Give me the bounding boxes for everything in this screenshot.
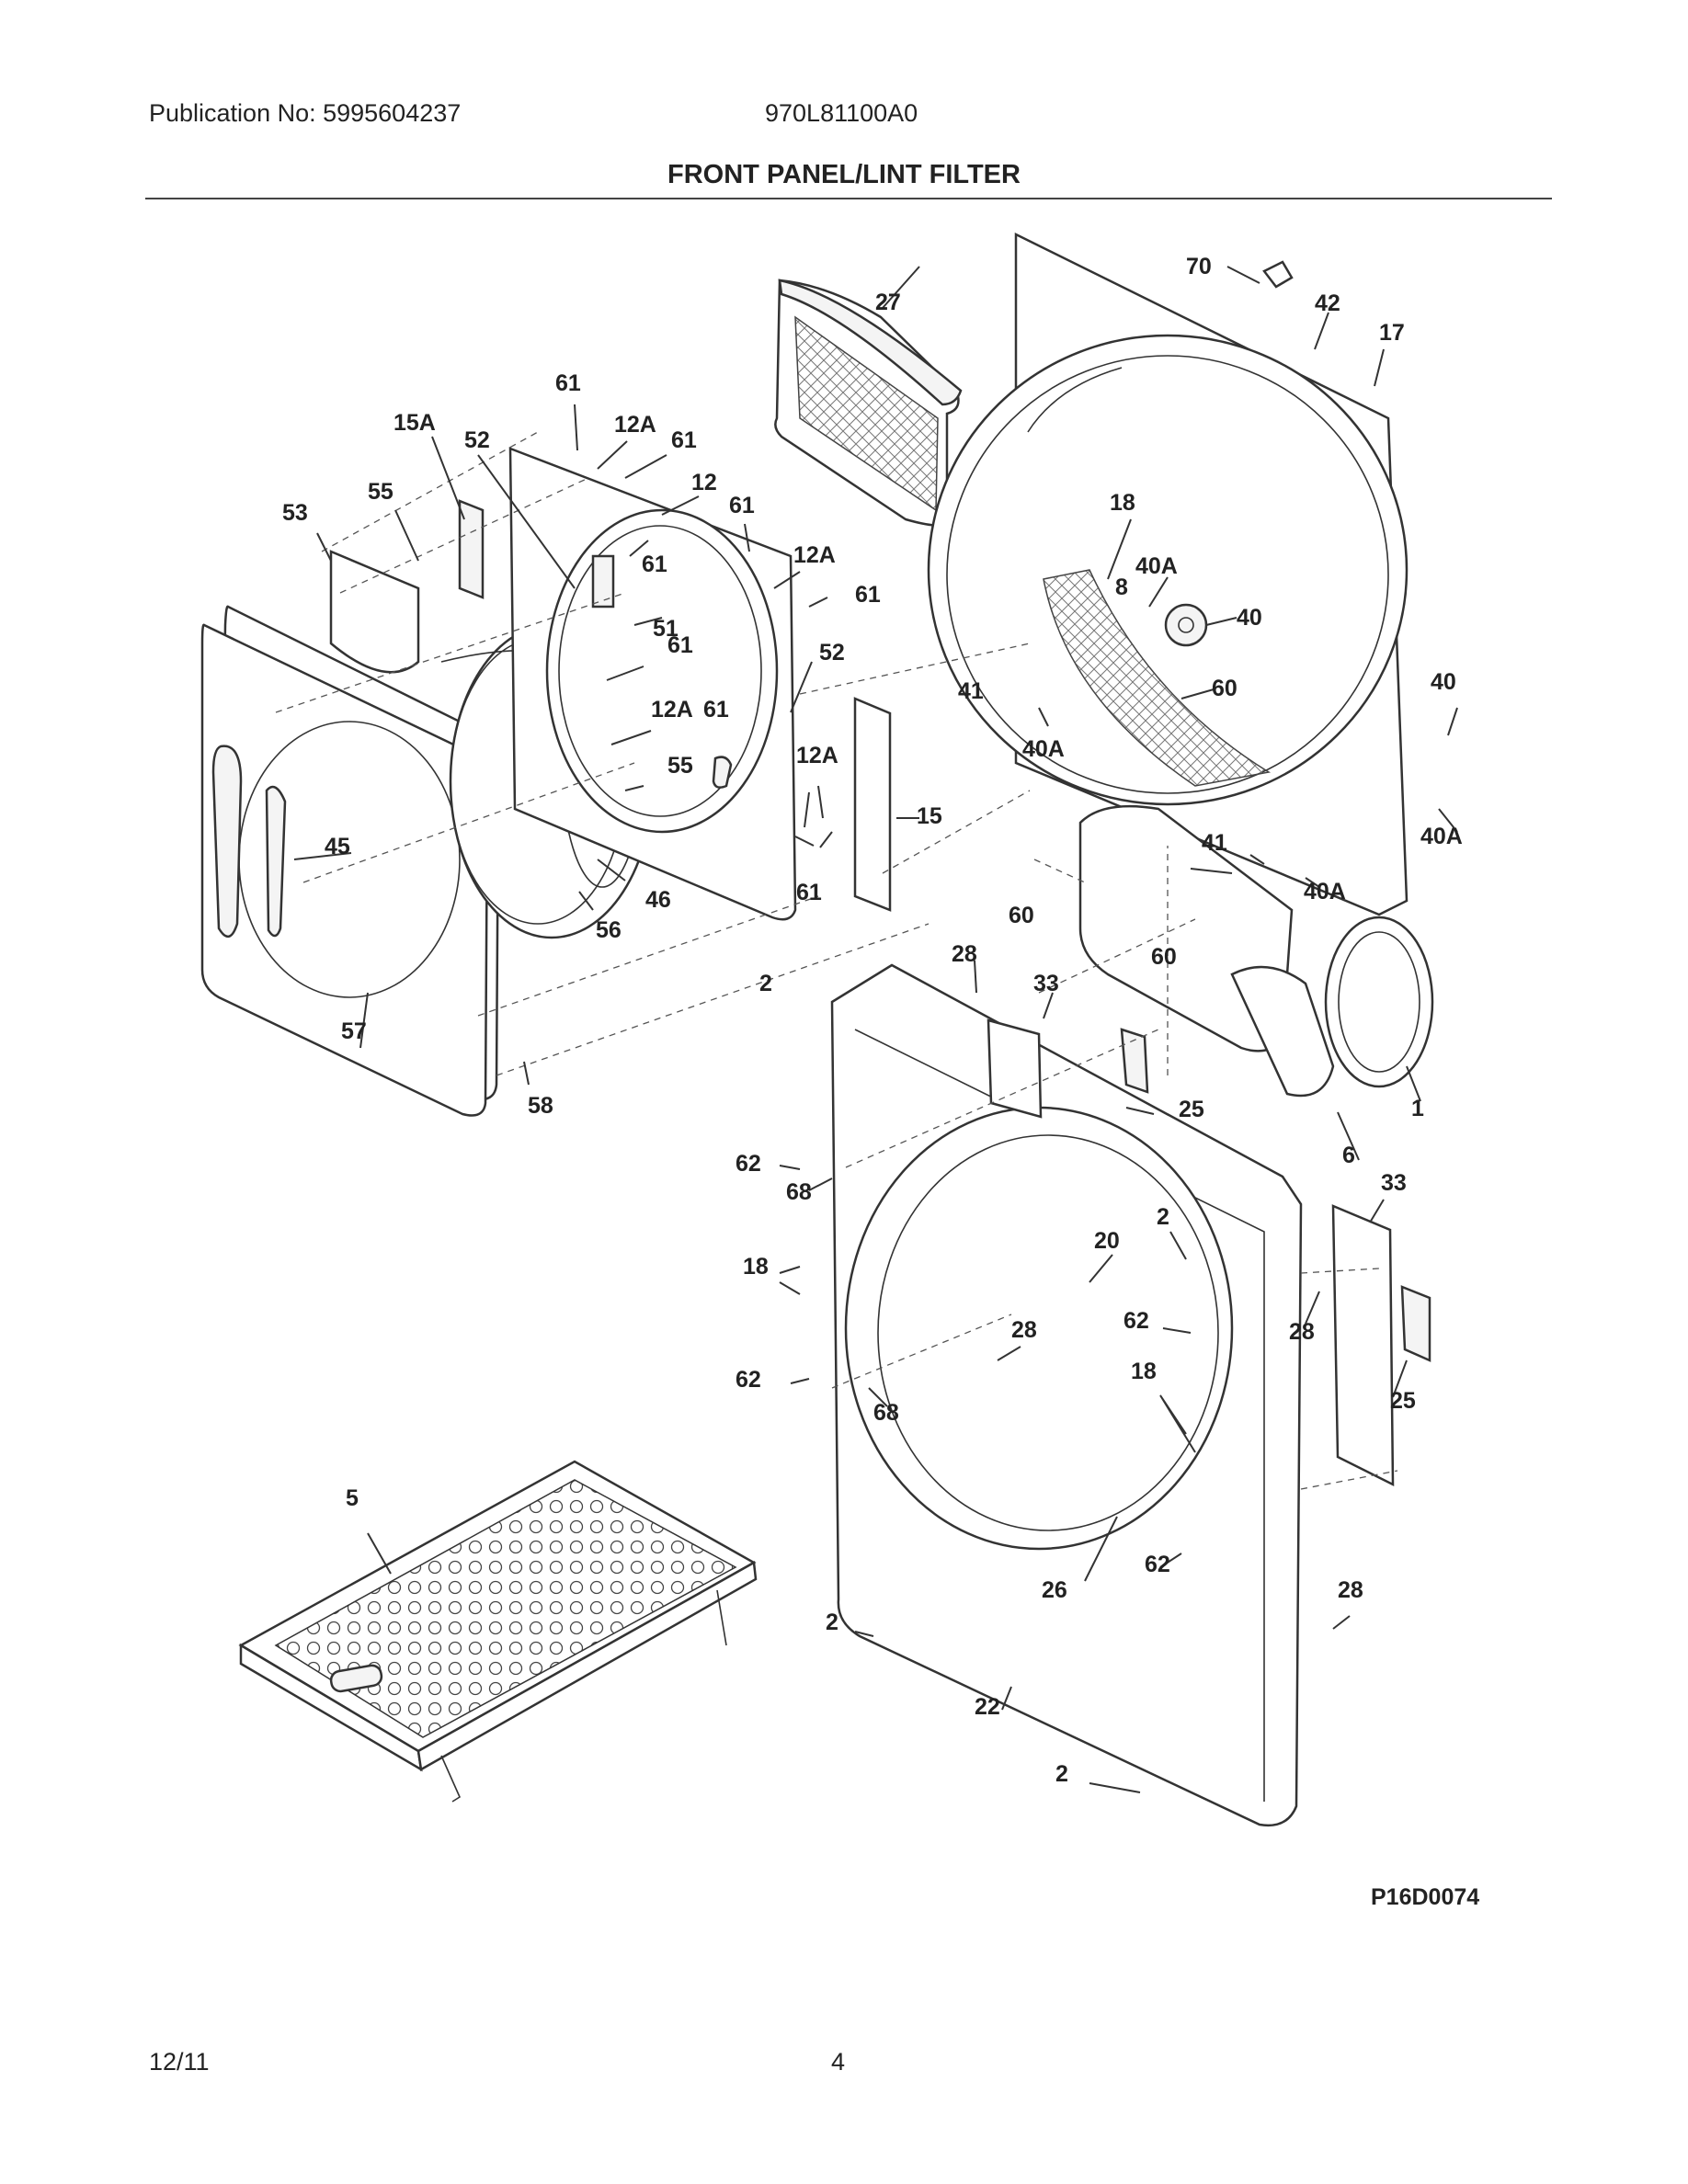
callout-33: 33 — [1381, 1170, 1407, 1196]
callout-40: 40 — [1431, 669, 1456, 695]
callout-2: 2 — [759, 971, 772, 996]
callout-1: 1 — [1411, 1096, 1424, 1121]
callout-25: 25 — [1179, 1097, 1204, 1122]
callout-12a: 12A — [796, 743, 838, 768]
callout-45: 45 — [325, 834, 350, 859]
callout-28: 28 — [952, 941, 977, 967]
callout-61: 61 — [671, 427, 697, 453]
callout-61: 61 — [555, 370, 581, 396]
footer-date: 12/11 — [149, 2048, 210, 2076]
callout-27: 27 — [875, 290, 901, 315]
callout-51: 51 — [653, 616, 679, 642]
callout-22: 22 — [975, 1694, 1000, 1720]
callout-28: 28 — [1338, 1577, 1363, 1603]
callout-40a: 40A — [1022, 736, 1065, 762]
callout-62: 62 — [736, 1367, 761, 1393]
page-title: FRONT PANEL/LINT FILTER — [667, 160, 1021, 189]
callout-5: 5 — [346, 1485, 359, 1511]
callout-68: 68 — [786, 1179, 812, 1205]
callout-12a: 12A — [793, 542, 836, 568]
callout-6: 6 — [1342, 1143, 1355, 1168]
front-panel — [830, 963, 1431, 1827]
callout-61: 61 — [729, 493, 755, 518]
callout-60: 60 — [1009, 903, 1034, 928]
callout-12a: 12A — [614, 412, 656, 438]
callout-46: 46 — [645, 887, 671, 913]
callout-55: 55 — [667, 753, 693, 779]
callout-53: 53 — [282, 500, 308, 526]
callout-18: 18 — [1131, 1359, 1157, 1384]
callout-61: 61 — [703, 697, 729, 722]
page-number: 4 — [831, 2048, 846, 2076]
callout-61: 61 — [796, 880, 822, 905]
callout-40a: 40A — [1304, 879, 1346, 904]
callout-12: 12 — [691, 470, 717, 495]
base-grille — [238, 1460, 758, 1803]
callout-18: 18 — [1110, 490, 1135, 516]
leader-lines — [293, 266, 1458, 1793]
publication-number: Publication No: 5995604237 — [149, 99, 462, 127]
callout-15a: 15A — [393, 410, 436, 436]
callout-41: 41 — [958, 678, 984, 704]
bulkhead-panel — [927, 232, 1409, 916]
callout-60: 60 — [1151, 944, 1177, 970]
model-number: 970L81100A0 — [765, 99, 918, 127]
callout-40: 40 — [1237, 605, 1262, 631]
callout-12a: 12A — [651, 697, 693, 722]
callout-52: 52 — [464, 427, 490, 453]
callout-28: 28 — [1011, 1317, 1037, 1343]
callout-17: 17 — [1379, 320, 1405, 346]
callout-56: 56 — [596, 917, 622, 943]
callout-61: 61 — [855, 582, 881, 608]
figure-id: P16D0074 — [1371, 1884, 1480, 1910]
callout-61: 61 — [642, 552, 667, 577]
callout-60: 60 — [1212, 676, 1237, 701]
callout-33: 33 — [1033, 971, 1059, 996]
inner-door-frame — [458, 447, 892, 921]
callout-15: 15 — [917, 803, 942, 829]
callout-2: 2 — [1157, 1204, 1169, 1230]
callout-61: 61 — [667, 632, 693, 658]
callout-68: 68 — [873, 1400, 899, 1426]
callout-70: 70 — [1186, 254, 1212, 279]
callout-62: 62 — [1123, 1308, 1149, 1334]
callout-8: 8 — [1115, 574, 1128, 600]
header-rule — [145, 198, 1552, 199]
callout-40a: 40A — [1420, 824, 1463, 849]
callout-26: 26 — [1042, 1577, 1067, 1603]
alignment-lines — [275, 431, 1398, 1490]
callout-52: 52 — [819, 640, 845, 665]
callout-58: 58 — [528, 1093, 553, 1119]
callout-2: 2 — [826, 1610, 838, 1635]
callout-62: 62 — [736, 1151, 761, 1177]
callout-2: 2 — [1055, 1761, 1068, 1787]
callout-41: 41 — [1202, 830, 1227, 856]
exhaust-duct — [1078, 804, 1434, 1098]
callout-42: 42 — [1315, 290, 1340, 316]
lint-filter — [774, 279, 963, 527]
callout-labels: 61 12A 61 12 61 12A 61 15A 52 55 53 61 5… — [282, 254, 1463, 1787]
callout-55: 55 — [368, 479, 393, 505]
callout-40a: 40A — [1135, 553, 1178, 579]
callout-20: 20 — [1094, 1228, 1120, 1254]
callout-25: 25 — [1390, 1388, 1416, 1414]
callout-62: 62 — [1145, 1552, 1170, 1577]
callout-18: 18 — [743, 1254, 769, 1280]
callout-57: 57 — [341, 1018, 367, 1044]
callout-28: 28 — [1289, 1319, 1315, 1345]
